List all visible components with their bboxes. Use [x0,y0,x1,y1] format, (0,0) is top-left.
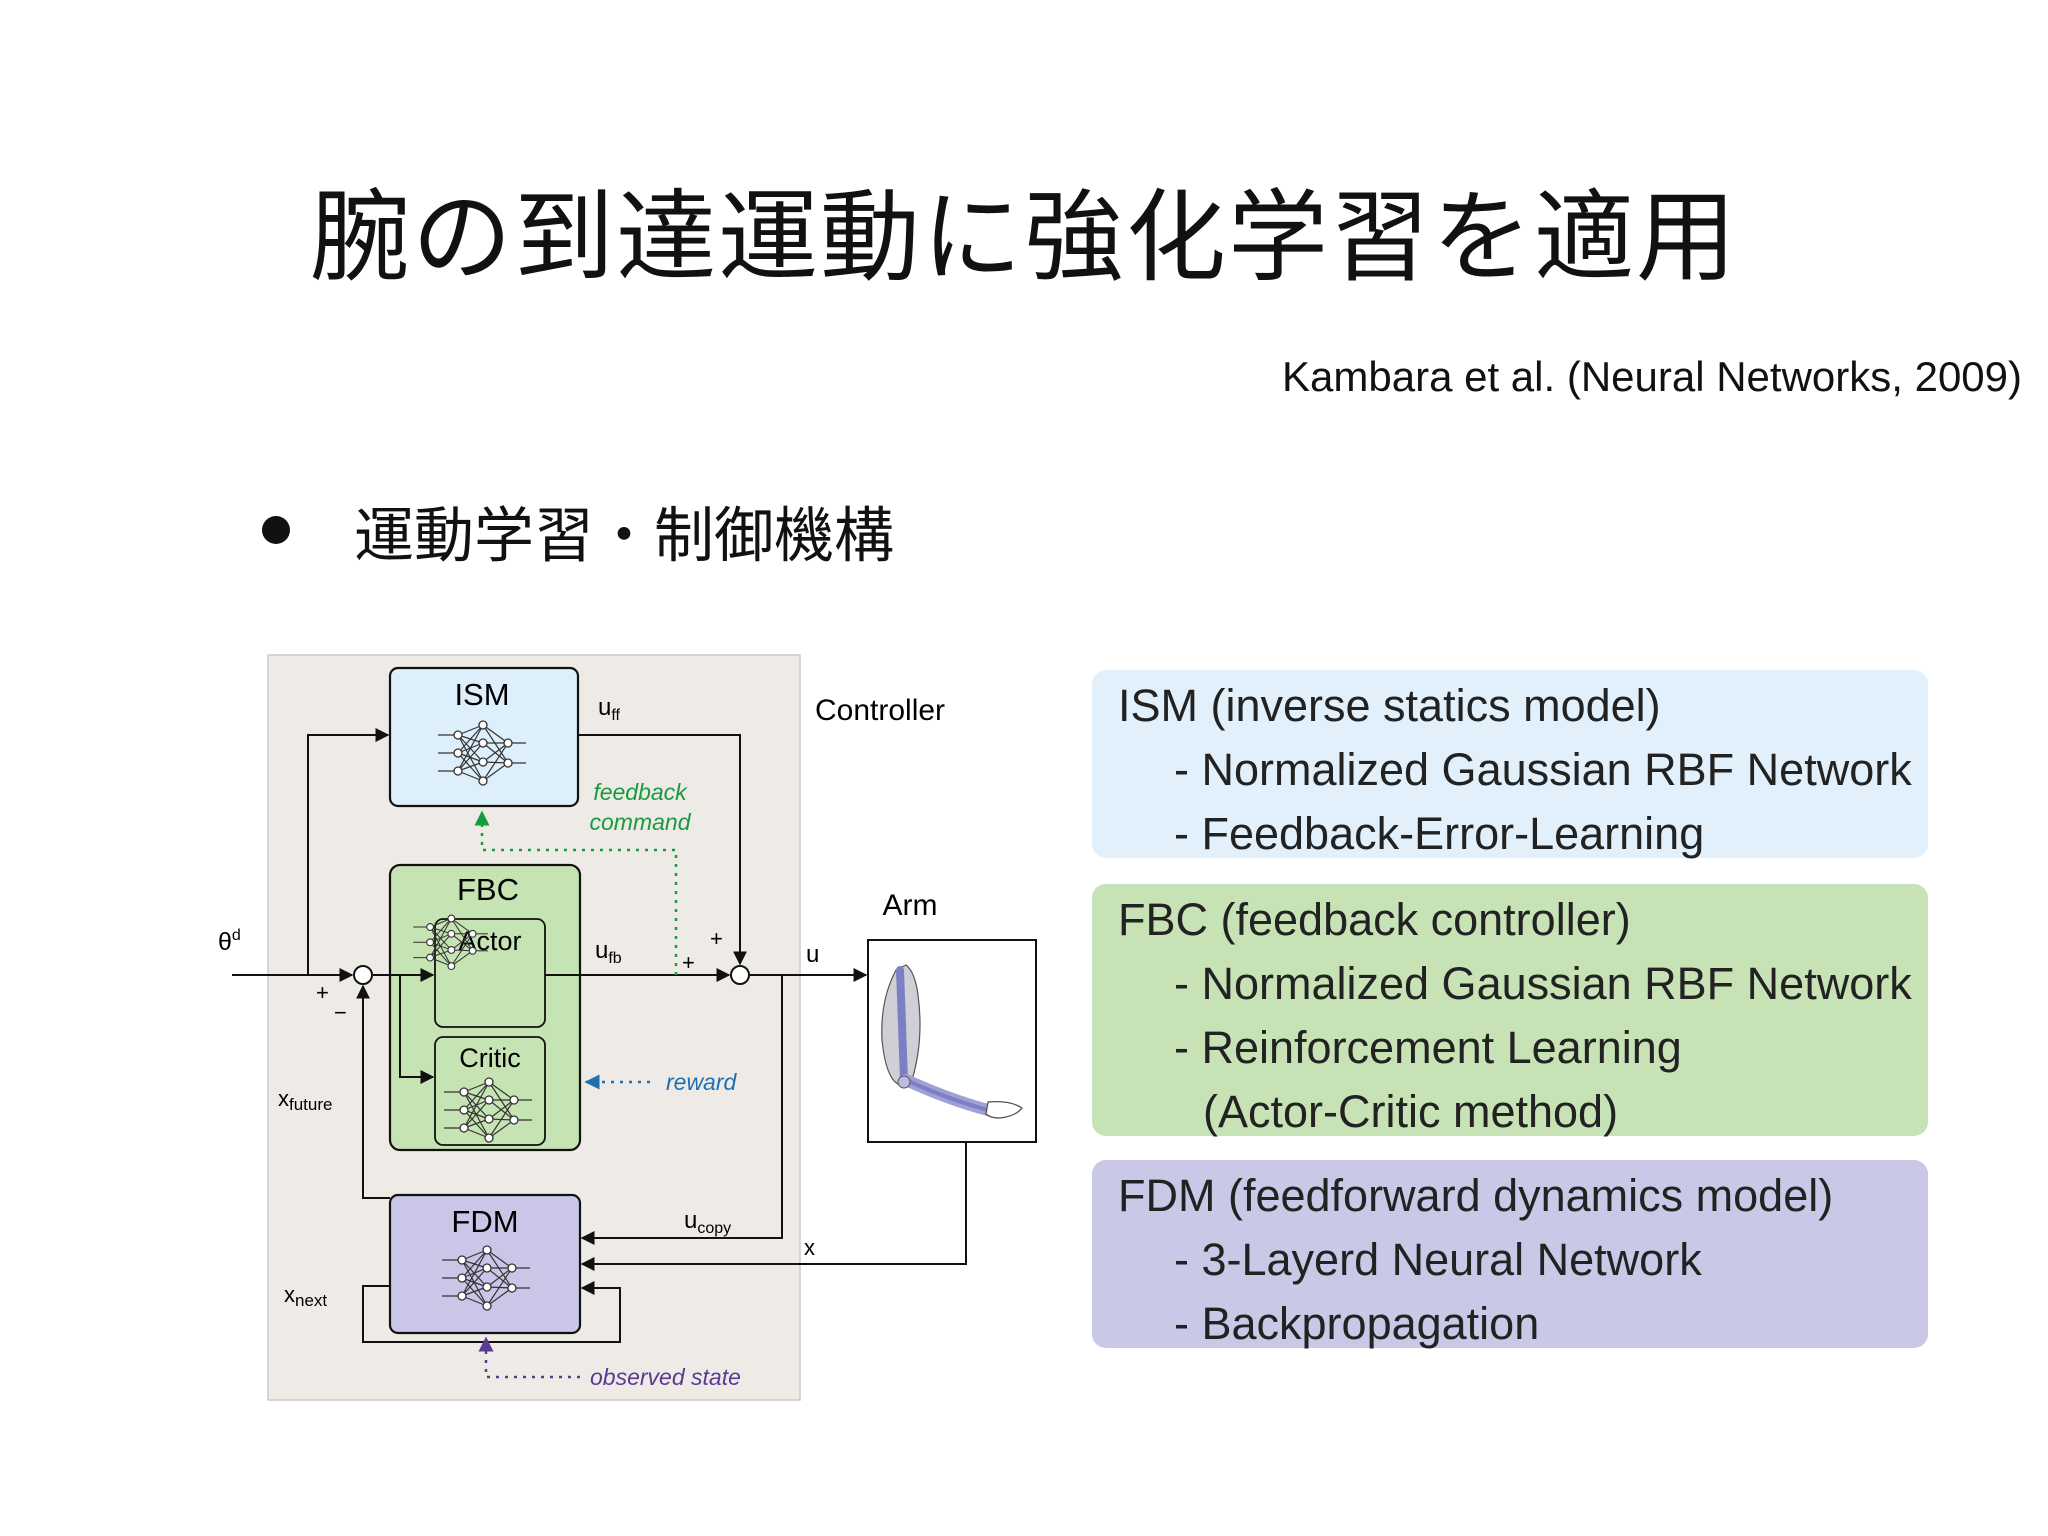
feedback-command-label-1: feedback [593,779,688,805]
controller-diagram: ISM FBC Actor Critic FDM Controller θd +… [218,654,1037,1401]
theta-label: θd [218,927,241,956]
bullet-text: 運動学習・制御機構 [354,501,894,572]
fdm-description-item: - 3-Layerd Neural Network [1174,1234,1702,1285]
citation: Kambara et al. (Neural Networks, 2009) [1282,353,2022,400]
x-label: x [804,1235,815,1260]
fbc-description: FBC (feedback controller) - Normalized G… [1092,884,1928,1137]
fbc-description-item: - Normalized Gaussian RBF Network [1174,958,1912,1009]
reward-label: reward [666,1069,738,1095]
plus-right-top: + [710,926,723,951]
observed-state-label: observed state [590,1364,741,1390]
fbc-description-item: - Reinforcement Learning [1174,1022,1682,1073]
observed-state-arrow [478,1336,580,1379]
sum-junction-left [353,965,373,985]
fbc-description-head: FBC (feedback controller) [1118,894,1631,945]
plus-right-left: + [682,950,695,975]
u-ff-label: uff [598,694,621,724]
minus-left: − [334,1000,347,1025]
fbc-label: FBC [457,872,519,907]
sum-junction-right [730,965,750,985]
fdm-label: FDM [451,1204,518,1239]
fbc-description-sub: (Actor-Critic method) [1203,1086,1619,1137]
x-future-label: xfuture [278,1086,332,1114]
ism-label: ISM [454,677,509,712]
bullet-dot [262,516,290,545]
actor-block [434,918,546,1028]
feedback-command-label-2: command [590,809,692,835]
bullet-item: 運動学習・制御機構 [262,496,894,573]
fdm-description: FDM (feedforward dynamics model) - 3-Lay… [1092,1160,1928,1349]
critic-label: Critic [459,1043,521,1073]
ism-description-head: ISM (inverse statics model) [1118,680,1661,731]
fdm-description-item: - Backpropagation [1174,1298,1540,1349]
u-copy-label: ucopy [684,1207,731,1237]
arm-illustration [881,964,1023,1119]
ism-description-item: - Normalized Gaussian RBF Network [1174,744,1912,795]
plus-left: + [316,980,329,1005]
ism-block [388,666,580,808]
u-label: u [806,941,819,968]
controller-label: Controller [815,694,945,727]
ism-description: ISM (inverse statics model) - Normalized… [1092,670,1928,859]
slide-title: 腕の到達運動に強化学習を適用 [310,179,1738,296]
ism-description-item: - Feedback-Error-Learning [1174,808,1705,859]
fdm-description-head: FDM (feedforward dynamics model) [1118,1170,1834,1221]
u-fb-label: ufb [595,937,622,967]
arm-label: Arm [883,889,938,922]
x-next-label: xnext [284,1282,327,1310]
